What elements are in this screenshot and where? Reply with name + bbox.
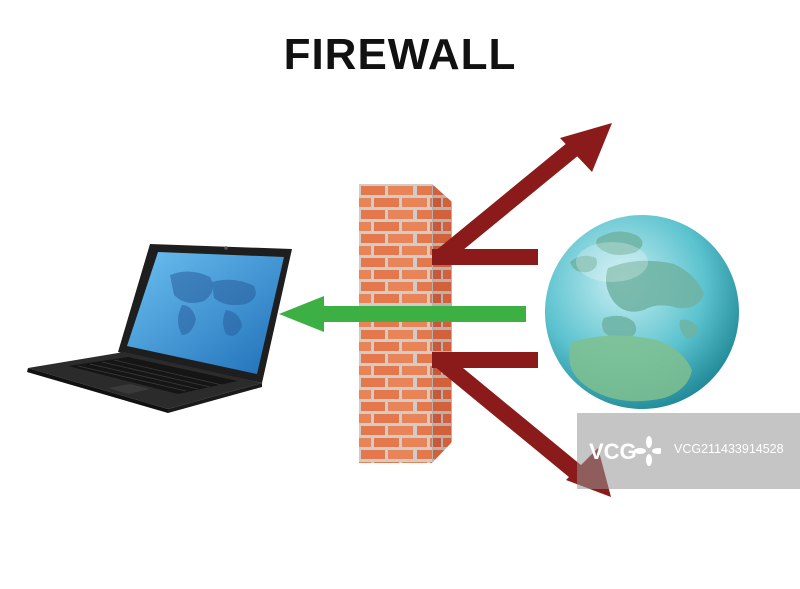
allowed-arrow xyxy=(279,296,526,332)
watermark: VCG VCG211433914528 xyxy=(577,413,800,489)
keyboard-keys xyxy=(77,359,223,392)
allowed-arrow-head xyxy=(279,296,324,332)
wall-side xyxy=(432,184,452,463)
laptop-camera xyxy=(224,246,228,250)
globe-continents xyxy=(569,231,704,402)
laptop-keyboard xyxy=(68,357,238,394)
globe-highlight xyxy=(576,242,648,282)
page-title: FIREWALL xyxy=(283,30,517,79)
laptop-base-edge xyxy=(27,368,168,413)
blocked-arrow-lower-stub xyxy=(432,352,538,368)
laptop-base-edge-right xyxy=(168,383,262,413)
allowed-arrow-shaft xyxy=(320,306,526,322)
screen-map xyxy=(170,271,256,336)
vcg-logo-icon: VCG xyxy=(589,436,661,466)
blocked-arrow-up xyxy=(434,123,612,264)
laptop-touchpad xyxy=(108,384,150,394)
vcg-logo-text: VCG xyxy=(589,439,637,464)
laptop-icon xyxy=(27,244,292,413)
globe-icon xyxy=(545,215,739,409)
brick-wall-icon xyxy=(359,184,452,463)
blocked-arrows xyxy=(432,123,612,497)
wall-front xyxy=(359,184,432,463)
watermark-id: VCG211433914528 xyxy=(674,442,784,456)
